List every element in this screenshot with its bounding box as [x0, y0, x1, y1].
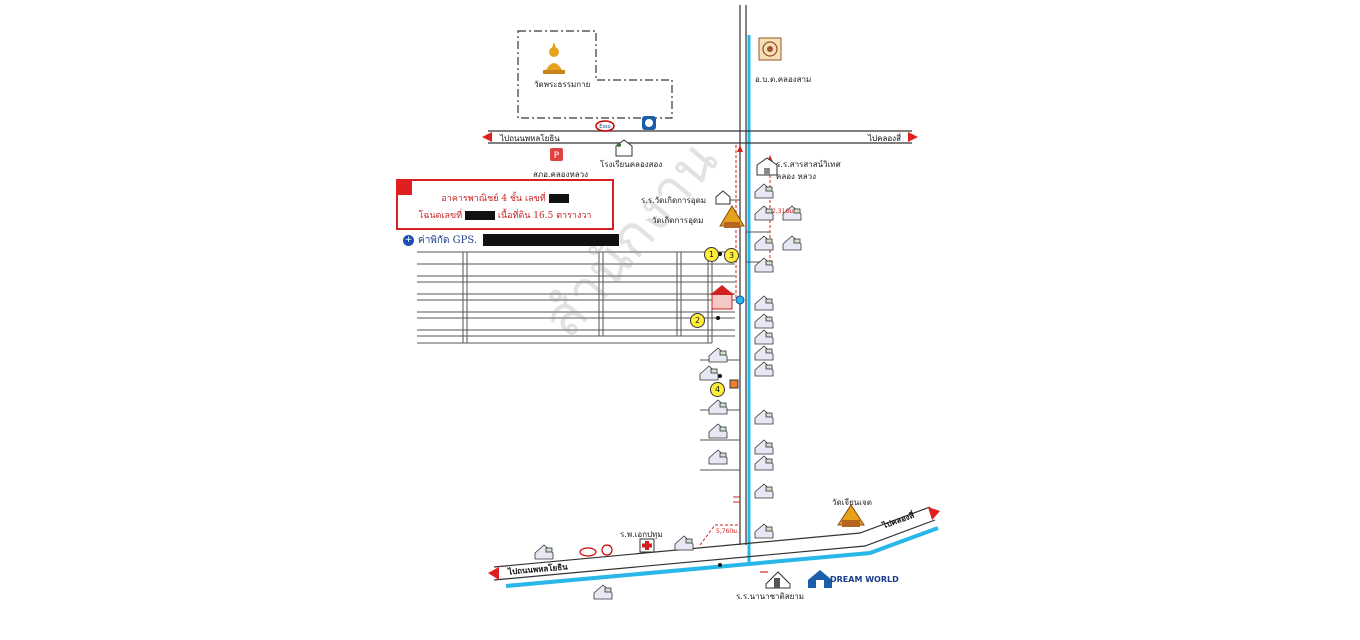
redacted-deed-number: [465, 211, 495, 220]
label-sao: อ.บ.ต.คลองสาม: [755, 75, 812, 84]
gps-label: ค่าพิกัด GPS.: [418, 234, 478, 246]
gps-row: + ค่าพิกัด GPS.: [403, 233, 620, 247]
gas-station-icon: Esso: [595, 120, 615, 132]
svg-text:P: P: [554, 151, 560, 161]
label-school-klongsong: โรงเรียนคลองสอง: [600, 160, 663, 169]
label-dreamworld: DREAM WORLD: [830, 575, 899, 584]
label-saint-school: ร.ร.สารสาสน์วิเทศ คลอง หลวง: [776, 160, 841, 181]
udom-temple-icon: [719, 205, 745, 228]
shop-icon: [729, 379, 739, 389]
road-label-top-right: ไปคลองสี่: [868, 134, 901, 143]
label-police: สภอ.คลองหลวง: [533, 170, 589, 179]
gps-icon: +: [403, 234, 414, 246]
info-line-2a-text: โฉนดเลขที่: [418, 211, 463, 221]
route-arrow-top: [737, 145, 743, 152]
label-school-udom: ร.ร.วัดเกิดการอุดม: [641, 196, 707, 205]
distance-label-1: 2,316ม.: [772, 208, 796, 215]
info-line-1: อาคารพาณิชย์ 4 ชั้น เลขที่: [398, 191, 612, 205]
bottom-diagonal-road: [488, 506, 940, 588]
ptt-station-icon: [642, 116, 656, 130]
hospital-icon: [639, 538, 655, 553]
marker-2: 2: [690, 313, 705, 328]
redacted-gps-value: [483, 234, 620, 246]
label-temple-bottom: วัดเจียนเจต: [832, 498, 872, 507]
info-line-2: โฉนดเลขที่ เนื้อที่ดิน 16.5 ตารางวา: [398, 208, 612, 222]
label-temple-top: วัดพระธรรมกาย: [534, 80, 591, 89]
marker-3: 3: [724, 248, 739, 263]
sao-emblem-icon: [758, 37, 782, 61]
bottom-gas-station-icon: [579, 544, 613, 557]
label-hospital: ร.พ.เอกปทุม: [620, 530, 663, 539]
temple-compound-boundary: [517, 30, 673, 119]
temple-icon: [543, 42, 565, 74]
redacted-house-number: [548, 194, 569, 203]
marker-4: 4: [710, 382, 725, 397]
school-icon: [615, 139, 633, 157]
saint-school-icon: [756, 157, 778, 176]
top-horizontal-road: [482, 130, 918, 144]
svg-text:Esso: Esso: [599, 124, 610, 130]
info-line-2b-text: เนื้อที่ดิน 16.5 ตารางวา: [497, 211, 592, 221]
house-icons: [534, 183, 802, 600]
info-line-1-text: อาคารพาณิชย์ 4 ชั้น เลขที่: [441, 194, 546, 204]
road-label-top-left: ไปถนนพหลโยธิน: [500, 134, 560, 143]
police-icon: P: [550, 148, 563, 161]
label-temple-udom: วัดเกิดการอุดม: [652, 216, 704, 225]
siam-school-icon: [760, 571, 791, 589]
label-school-bottom: ร.ร.นานาชาติสยาม: [736, 592, 805, 601]
main-vertical-road: [739, 5, 747, 545]
property-building-icon: [710, 285, 745, 310]
udom-school-icon: [715, 190, 731, 205]
marker-1: 1: [704, 247, 719, 262]
soi-grid: [417, 251, 735, 344]
info-corner-mark: [396, 179, 412, 195]
bottom-temple-icon: [837, 504, 865, 527]
dreamworld-icon: [808, 570, 832, 588]
distance-label-2: 5,760ม.: [716, 528, 740, 535]
property-info-box: อาคารพาณิชย์ 4 ชั้น เลขที่ โฉนดเลขที่ เน…: [396, 179, 614, 230]
